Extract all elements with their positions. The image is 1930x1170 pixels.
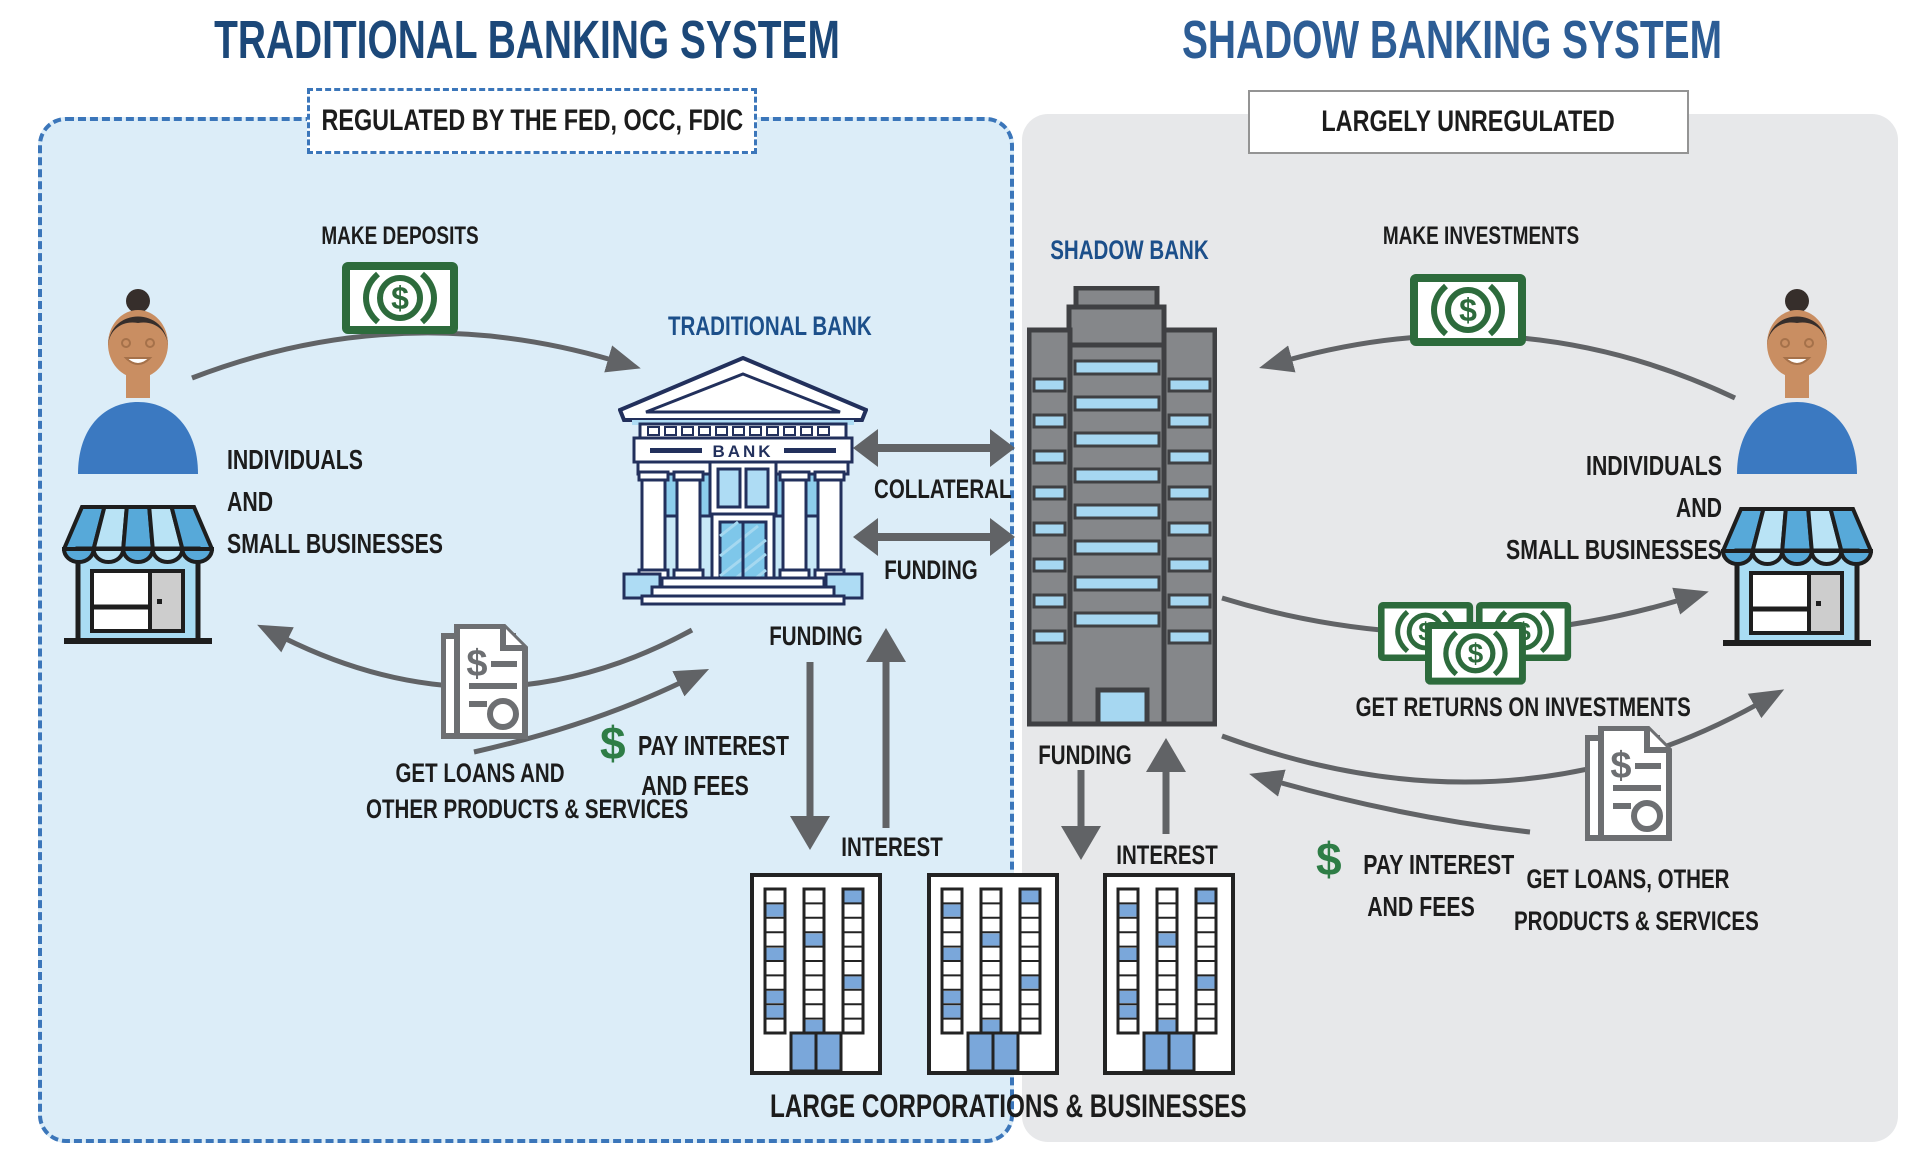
- funding-label-right: FUNDING: [1038, 740, 1132, 770]
- small-business-storefront-icon: [1721, 505, 1873, 650]
- money-bill-icon: [1410, 274, 1526, 346]
- bank-sign-text: BANK: [712, 442, 773, 461]
- small-business-storefront-icon: [62, 503, 214, 648]
- pay-interest-label-right: PAY INTEREST AND FEES: [1363, 844, 1515, 928]
- individuals-line3: SMALL BUSINESSES: [1506, 534, 1722, 565]
- shadow-bank-label: SHADOW BANK: [1050, 235, 1209, 265]
- individuals-line1: INDIVIDUALS: [1586, 450, 1722, 481]
- loan-document-icon: [1585, 726, 1673, 842]
- funding-interbank-label: FUNDING: [884, 555, 978, 585]
- interest-label-left: INTEREST: [841, 832, 943, 862]
- get-loans-line2: PRODUCTS & SERVICES: [1514, 906, 1759, 936]
- regulated-badge-label: REGULATED BY THE FED, OCC, FDIC: [321, 104, 743, 137]
- money-bill-icon: [342, 262, 458, 334]
- loan-document-icon: [441, 624, 529, 740]
- individuals-label-left: INDIVIDUALS AND SMALL BUSINESSES: [227, 439, 455, 565]
- unregulated-badge: LARGELY UNREGULATED: [1248, 90, 1689, 154]
- individuals-line1: INDIVIDUALS: [227, 444, 363, 475]
- individuals-line2: AND: [227, 486, 274, 517]
- corporation-building-icon: [1103, 873, 1235, 1075]
- pay-interest-line1: PAY INTEREST: [1363, 849, 1515, 880]
- corporation-building-icon: [750, 873, 882, 1075]
- pay-interest-label-left: PAY INTEREST AND FEES: [638, 726, 789, 806]
- corporation-building-icon: [927, 873, 1059, 1075]
- pay-dollar-left: $: [600, 717, 626, 769]
- funding-label-left: FUNDING: [769, 621, 863, 651]
- shadow-bank-building-icon: [1027, 286, 1217, 727]
- corporations-label: LARGE CORPORATIONS & BUSINESSES: [770, 1088, 1247, 1124]
- pay-interest-line2: AND FEES: [641, 770, 749, 801]
- pay-interest-line1: PAY INTEREST: [638, 730, 789, 761]
- get-loans-line1: GET LOANS AND: [395, 758, 565, 788]
- get-loans-line2: OTHER PRODUCTS & SERVICES: [366, 794, 689, 824]
- right-title: SHADOW BANKING SYSTEM: [1181, 10, 1722, 70]
- individuals-line2: AND: [1675, 492, 1722, 523]
- unregulated-badge-label: LARGELY UNREGULATED: [1321, 105, 1616, 138]
- individuals-line3: SMALL BUSINESSES: [227, 528, 443, 559]
- make-investments-label: MAKE INVESTMENTS: [1382, 222, 1580, 250]
- pay-interest-line2: AND FEES: [1367, 891, 1475, 922]
- get-returns-label: GET RETURNS ON INVESTMENTS: [1355, 692, 1691, 722]
- individuals-label-right: INDIVIDUALS AND SMALL BUSINESSES: [1494, 445, 1722, 571]
- individual-person-icon: [1736, 288, 1858, 474]
- make-deposits-label: MAKE DEPOSITS: [321, 222, 479, 250]
- pay-dollar-right: $: [1316, 833, 1342, 885]
- regulated-badge: REGULATED BY THE FED, OCC, FDIC: [307, 88, 757, 154]
- collateral-label: COLLATERAL: [874, 474, 1012, 504]
- get-loans-label-right: GET LOANS, OTHER PRODUCTS & SERVICES: [1514, 858, 1759, 942]
- get-loans-label-left: GET LOANS AND OTHER PRODUCTS & SERVICES: [366, 755, 689, 827]
- traditional-bank-building-icon: BANK: [618, 356, 868, 606]
- left-title: TRADITIONAL BANKING SYSTEM: [214, 10, 840, 70]
- get-loans-line1: GET LOANS, OTHER: [1526, 864, 1730, 894]
- individual-person-icon: [77, 288, 199, 474]
- interest-label-right: INTEREST: [1116, 840, 1218, 870]
- money-stack-icon: [1376, 600, 1576, 690]
- traditional-bank-label: TRADITIONAL BANK: [668, 311, 872, 341]
